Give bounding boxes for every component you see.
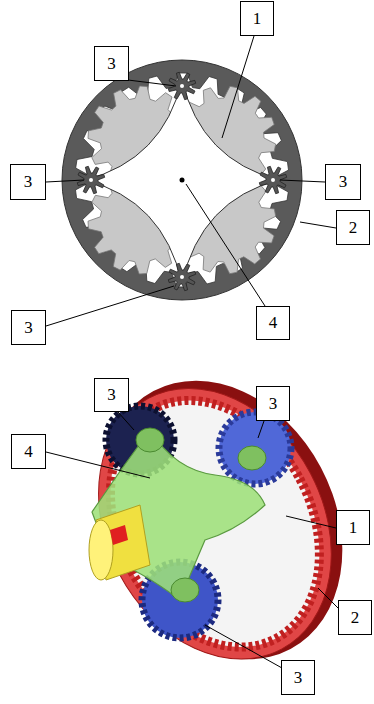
ring-gear-3d bbox=[51, 339, 374, 704]
callout-number: 3 bbox=[281, 660, 315, 695]
callout-number: 1 bbox=[336, 510, 370, 545]
callout-number: 1 bbox=[240, 1, 274, 36]
callout-number: 2 bbox=[338, 600, 372, 635]
callout-number: 3 bbox=[10, 164, 46, 200]
leader-lines bbox=[46, 36, 338, 668]
callout-number: 3 bbox=[94, 378, 129, 412]
callout-number: 3 bbox=[256, 386, 290, 421]
center-dot bbox=[180, 178, 185, 183]
callout-number: 4 bbox=[11, 434, 46, 469]
carrier-3d bbox=[92, 430, 265, 600]
callout-number: 2 bbox=[336, 210, 370, 245]
ring-gear-body bbox=[62, 60, 302, 300]
ring-gear-teeth bbox=[76, 73, 289, 287]
callout-number: 3 bbox=[11, 310, 46, 345]
callout-number: 4 bbox=[256, 306, 290, 340]
callout-number: 3 bbox=[94, 46, 129, 81]
carrier bbox=[85, 80, 279, 283]
planet-gear-3d bbox=[219, 412, 291, 484]
callout-number: 3 bbox=[325, 164, 361, 200]
